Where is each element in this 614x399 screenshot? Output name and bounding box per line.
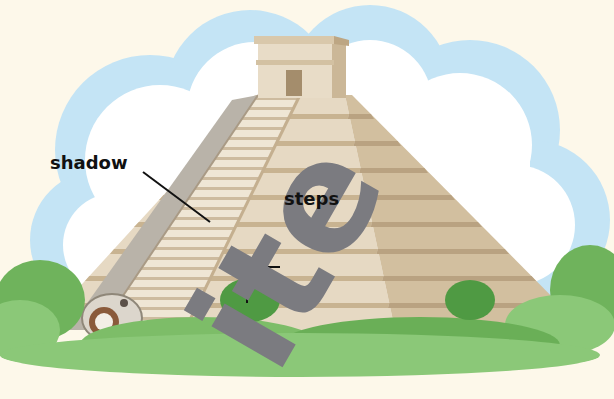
part-label: steps (284, 190, 339, 208)
leader-line (143, 172, 210, 222)
part-label: shadow (50, 154, 128, 172)
